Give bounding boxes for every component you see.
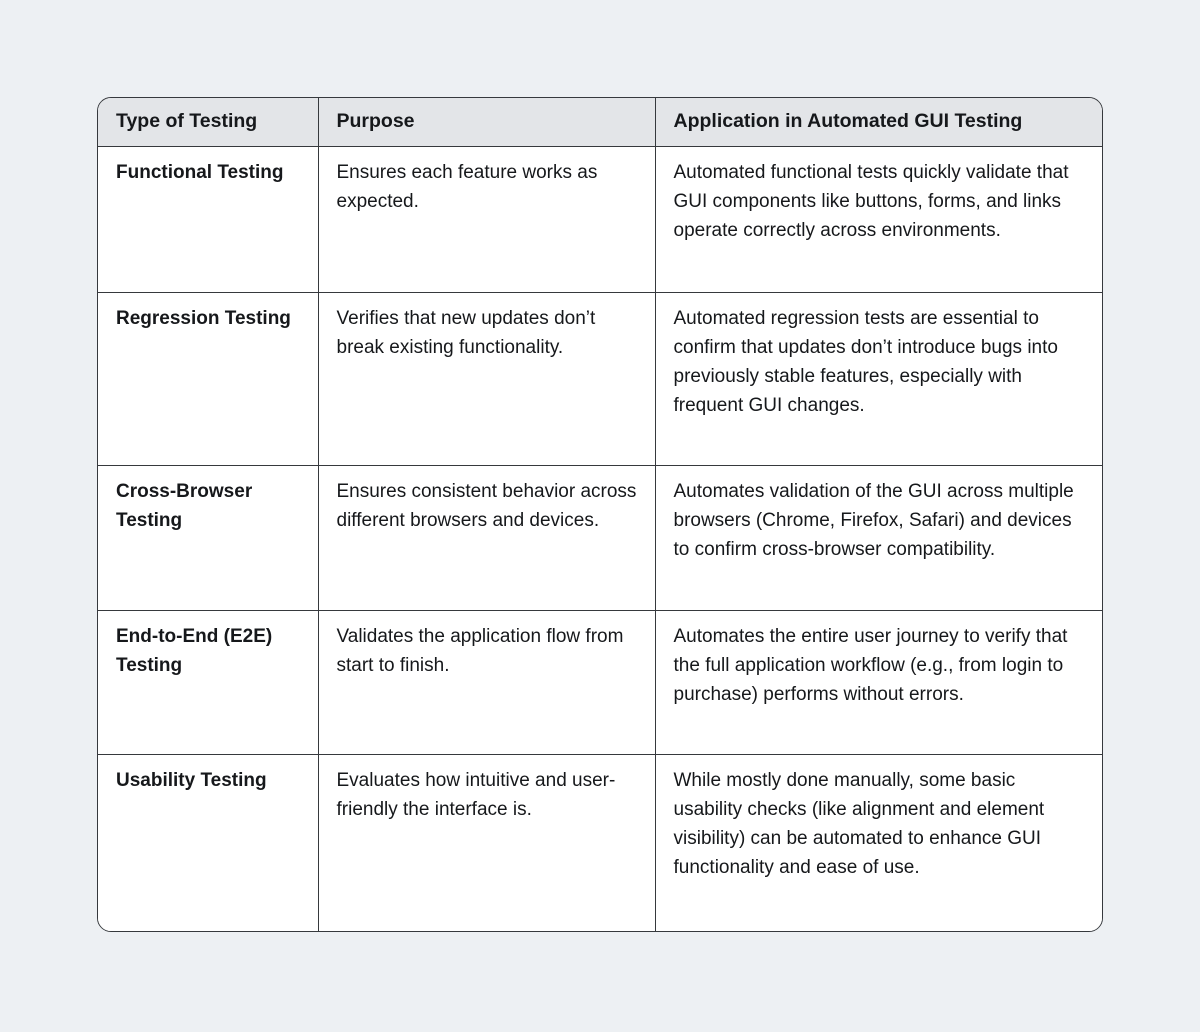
- cell-application: While mostly done manually, some basic u…: [655, 754, 1102, 931]
- testing-table-container: Type of Testing Purpose Application in A…: [97, 97, 1103, 932]
- cell-type: Cross-Browser Testing: [98, 465, 319, 611]
- cell-type: Regression Testing: [98, 292, 319, 466]
- cell-type: End-to-End (E2E) Testing: [98, 610, 319, 755]
- cell-type: Usability Testing: [98, 754, 319, 931]
- column-header-type-of-testing: Type of Testing: [98, 98, 319, 147]
- cell-application: Automated regression tests are essential…: [655, 292, 1102, 466]
- cell-purpose: Verifies that new updates don’t break ex…: [318, 292, 656, 466]
- column-header-purpose: Purpose: [318, 98, 656, 147]
- table-row-cross-browser-testing: Cross-Browser Testing Ensures consistent…: [98, 465, 1102, 611]
- table-row-usability-testing: Usability Testing Evaluates how intuitiv…: [98, 754, 1102, 931]
- cell-application: Automates the entire user journey to ver…: [655, 610, 1102, 755]
- table-row-regression-testing: Regression Testing Verifies that new upd…: [98, 292, 1102, 466]
- column-header-application: Application in Automated GUI Testing: [655, 98, 1102, 147]
- table-header-row: Type of Testing Purpose Application in A…: [98, 98, 1102, 147]
- cell-application: Automates validation of the GUI across m…: [655, 465, 1102, 611]
- cell-purpose: Evaluates how intuitive and user-friendl…: [318, 754, 656, 931]
- cell-application: Automated functional tests quickly valid…: [655, 146, 1102, 293]
- cell-type: Functional Testing: [98, 146, 319, 293]
- testing-comparison-table: Type of Testing Purpose Application in A…: [98, 98, 1102, 931]
- table-row-functional-testing: Functional Testing Ensures each feature …: [98, 146, 1102, 293]
- cell-purpose: Ensures consistent behavior across diffe…: [318, 465, 656, 611]
- cell-purpose: Ensures each feature works as expected.: [318, 146, 656, 293]
- table-row-end-to-end-testing: End-to-End (E2E) Testing Validates the a…: [98, 610, 1102, 755]
- cell-purpose: Validates the application flow from star…: [318, 610, 656, 755]
